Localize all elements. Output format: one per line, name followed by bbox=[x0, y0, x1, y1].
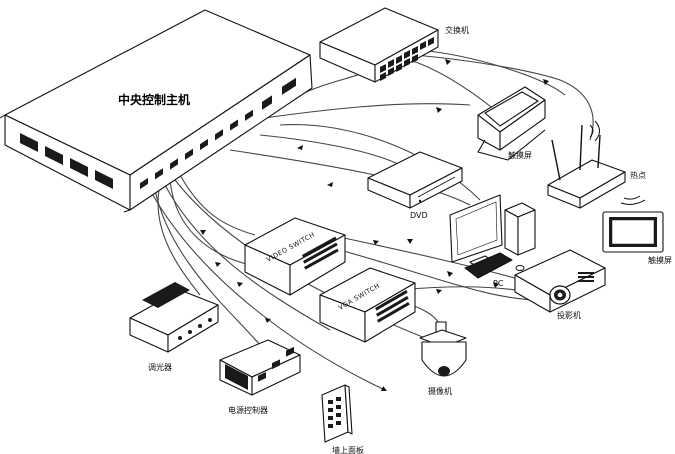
video-switch-device: VIDEO SWITCH bbox=[244, 217, 346, 296]
touch-screen-device: 触摸屏 bbox=[602, 211, 672, 265]
touch-panel-device: 触摸屏 bbox=[477, 86, 546, 161]
power-controller-label: 电源控制器 bbox=[228, 405, 268, 415]
wall-panel-label: 墙上面板 bbox=[332, 445, 364, 454]
camera-device: 摄像机 bbox=[419, 321, 467, 396]
pc-label: PC bbox=[493, 279, 504, 288]
network-switch-device: 交换机 bbox=[319, 7, 469, 83]
camera-label: 摄像机 bbox=[428, 386, 452, 396]
dimmer-label: 调光器 bbox=[148, 362, 172, 372]
central-controller-device: 中央控制主机 bbox=[0, 9, 313, 213]
vga-switch-device: VGA SWITCH bbox=[319, 267, 416, 343]
wall-panel-device: 墙上面板 bbox=[321, 384, 364, 454]
switch-label: 交换机 bbox=[445, 25, 469, 35]
power-controller-device: 电源控制器 bbox=[219, 339, 301, 415]
dimmer-device: 调光器 bbox=[129, 282, 219, 372]
touch-panel-label: 触摸屏 bbox=[508, 150, 532, 160]
hotspot-device: 热点 bbox=[547, 120, 646, 209]
hotspot-label: 热点 bbox=[630, 170, 646, 180]
central-controller-label: 中央控制主机 bbox=[118, 92, 190, 107]
projector-label: 投影机 bbox=[557, 310, 581, 320]
dvd-label: DVD bbox=[410, 211, 428, 220]
touch-screen-label: 触摸屏 bbox=[648, 255, 672, 265]
pc-device: PC bbox=[449, 194, 536, 288]
projector-device: 投影机 bbox=[514, 249, 606, 320]
dvd-player-device: DVD bbox=[367, 151, 463, 220]
